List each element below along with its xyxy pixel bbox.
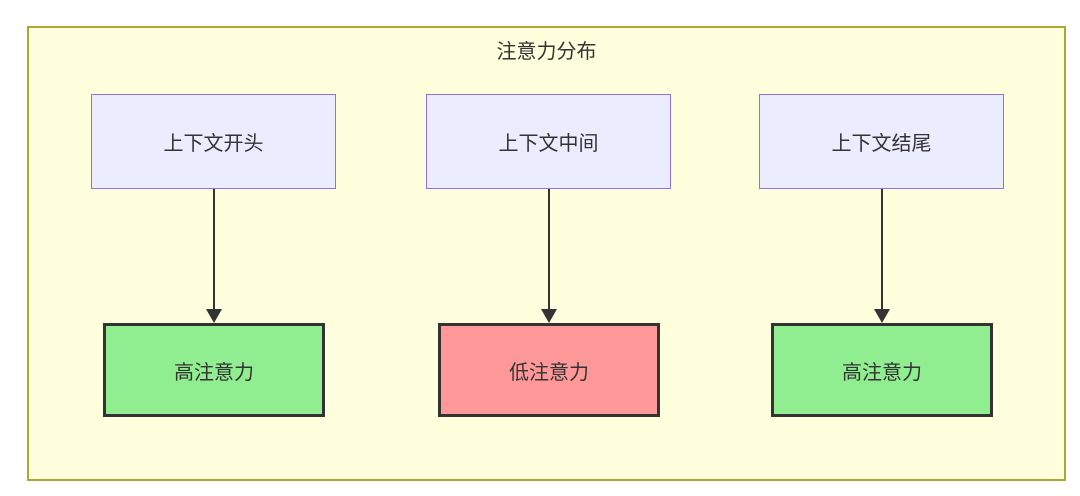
node-context-end: 上下文结尾 — [759, 94, 1004, 189]
node-low-attention: 低注意力 — [438, 323, 660, 417]
node-label: 上下文中间 — [498, 133, 599, 155]
node-context-beginning: 上下文开头 — [91, 94, 336, 189]
attention-distribution-cluster: 注意力分布 上下文开头 上下文中间 上下文结尾 高注意力 — [27, 26, 1066, 481]
cluster-title: 注意力分布 — [496, 41, 597, 63]
node-label: 低注意力 — [509, 361, 589, 384]
node-context-middle: 上下文中间 — [426, 94, 671, 189]
node-high-attention-2: 高注意力 — [771, 323, 993, 417]
node-high-attention-1: 高注意力 — [103, 323, 325, 417]
node-label: 上下文结尾 — [831, 133, 932, 155]
node-label: 上下文开头 — [163, 133, 264, 155]
arrow-end-to-high — [874, 189, 890, 323]
node-label: 高注意力 — [174, 361, 254, 384]
arrow-middle-to-low — [541, 189, 557, 323]
arrow-begin-to-high — [206, 189, 222, 323]
node-label: 高注意力 — [842, 361, 922, 384]
